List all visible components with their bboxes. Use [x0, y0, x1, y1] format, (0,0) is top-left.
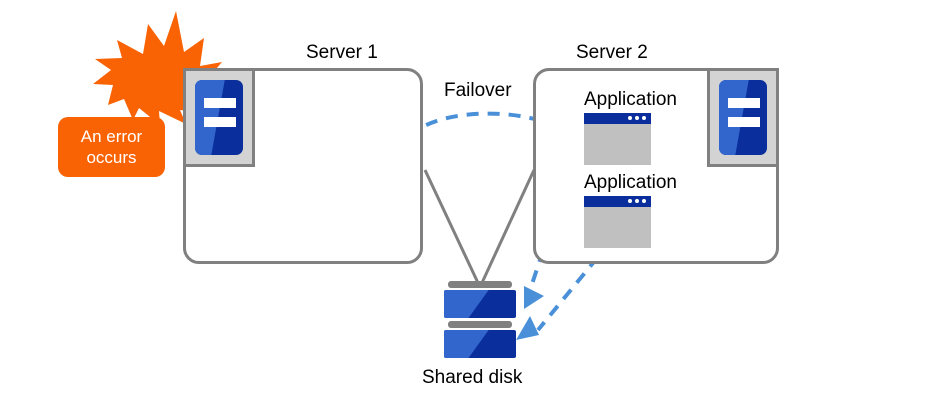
application-2-label: Application [584, 172, 677, 193]
application-1-label: Application [584, 89, 677, 110]
shared-disk-separator [448, 321, 512, 328]
server-tower-slot [204, 98, 236, 108]
server-tower-body [195, 80, 243, 155]
error-callout-line1: An error [80, 127, 143, 146]
application-window-dots [628, 199, 646, 203]
server2-title: Server 2 [576, 42, 648, 63]
shared-disk-platter [444, 290, 516, 318]
server-tower-slot [204, 117, 236, 127]
server-tower-slot [728, 117, 760, 127]
server-tower-slot [728, 98, 760, 108]
application-window-titlebar [584, 196, 651, 207]
shared-disk-icon [444, 281, 516, 361]
application-window-icon [584, 113, 651, 165]
server-tower-icon [707, 68, 779, 167]
server-tower-body [719, 80, 767, 155]
shared-disk-label: Shared disk [422, 367, 523, 388]
application-window-titlebar [584, 113, 651, 124]
shared-disk-platter [444, 330, 516, 358]
shared-disk-separator [448, 281, 512, 288]
app2-to-disk-arrow [516, 239, 613, 340]
server-tower-icon [183, 68, 255, 167]
server1-title: Server 1 [306, 42, 378, 63]
application-window-dots [628, 116, 646, 120]
application-window-icon [584, 196, 651, 248]
disk-connector-lines [423, 169, 536, 286]
error-callout-line2: occurs [86, 148, 137, 167]
failover-label: Failover [444, 80, 512, 101]
error-callout: An error occurs [58, 117, 165, 177]
